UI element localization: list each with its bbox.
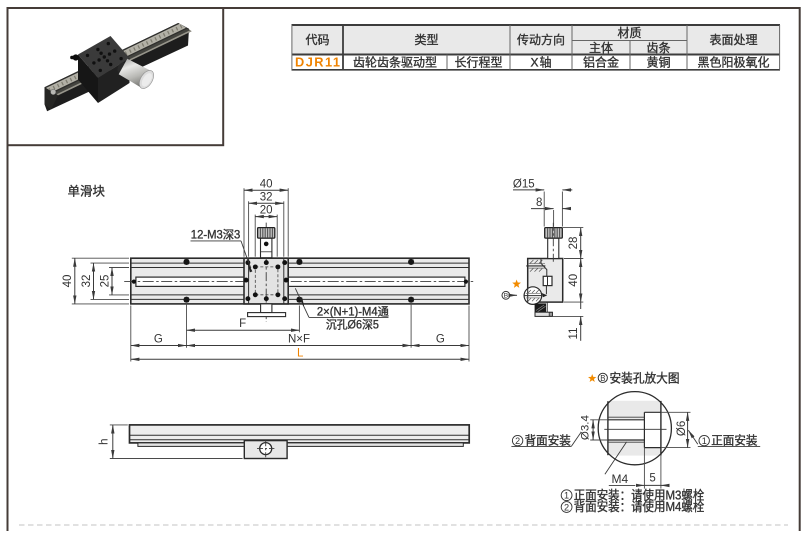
svg-text:传动方向: 传动方向 bbox=[517, 32, 565, 47]
svg-text:1: 1 bbox=[702, 436, 707, 446]
svg-text:沉孔Ø6深5: 沉孔Ø6深5 bbox=[326, 317, 379, 331]
svg-text:齿轮齿条驱动型: 齿轮齿条驱动型 bbox=[353, 56, 437, 70]
svg-text:X轴: X轴 bbox=[531, 55, 552, 70]
svg-text:代码: 代码 bbox=[306, 33, 330, 47]
svg-text:N×F: N×F bbox=[288, 334, 310, 346]
svg-text:B: B bbox=[504, 293, 509, 300]
svg-text:材质: 材质 bbox=[618, 26, 642, 40]
svg-text:1: 1 bbox=[564, 491, 569, 501]
svg-text:32: 32 bbox=[81, 275, 93, 288]
svg-text:M4: M4 bbox=[612, 472, 629, 486]
svg-text:安装孔放大图: 安装孔放大图 bbox=[610, 370, 680, 385]
svg-text:8: 8 bbox=[536, 197, 542, 209]
svg-text:h: h bbox=[98, 438, 110, 444]
svg-text:20: 20 bbox=[260, 205, 273, 217]
svg-text:黑色阳极氧化: 黑色阳极氧化 bbox=[698, 56, 770, 70]
svg-text:背面安装: 背面安装 bbox=[525, 433, 571, 448]
svg-text:正面安装：请使用M3螺栓: 正面安装：请使用M3螺栓 bbox=[574, 487, 705, 502]
svg-text:单滑块: 单滑块 bbox=[68, 185, 106, 199]
svg-text:40: 40 bbox=[62, 275, 74, 288]
svg-text:25: 25 bbox=[100, 275, 112, 288]
svg-text:黄铜: 黄铜 bbox=[647, 55, 671, 70]
svg-text:32: 32 bbox=[260, 191, 273, 203]
svg-text:12-M3深3: 12-M3深3 bbox=[191, 228, 241, 242]
svg-text:5: 5 bbox=[649, 473, 655, 485]
svg-text:G: G bbox=[436, 334, 445, 346]
svg-text:2×(N+1)-M4通: 2×(N+1)-M4通 bbox=[317, 305, 389, 318]
svg-text:11: 11 bbox=[568, 328, 580, 340]
svg-text:铝合金: 铝合金 bbox=[583, 55, 619, 70]
svg-text:DJR11: DJR11 bbox=[295, 55, 340, 70]
svg-text:Ø3.4: Ø3.4 bbox=[580, 415, 592, 440]
svg-text:G: G bbox=[154, 334, 163, 346]
svg-text:B: B bbox=[600, 374, 605, 383]
svg-text:28: 28 bbox=[568, 237, 580, 250]
svg-text:L: L bbox=[297, 348, 304, 360]
svg-text:40: 40 bbox=[568, 274, 580, 287]
svg-text:40: 40 bbox=[260, 178, 273, 190]
svg-text:背面安装：请使用M4螺栓: 背面安装：请使用M4螺栓 bbox=[574, 499, 705, 514]
svg-text:Ø15: Ø15 bbox=[513, 179, 535, 191]
svg-text:表面处理: 表面处理 bbox=[710, 33, 758, 47]
svg-text:2: 2 bbox=[564, 502, 569, 512]
svg-text:齿条: 齿条 bbox=[647, 41, 671, 55]
svg-text:F: F bbox=[239, 318, 246, 330]
svg-text:2: 2 bbox=[515, 436, 520, 446]
svg-text:主体: 主体 bbox=[589, 41, 613, 55]
svg-text:Ø6: Ø6 bbox=[676, 421, 688, 436]
svg-text:长行程型: 长行程型 bbox=[455, 55, 503, 70]
svg-text:类型: 类型 bbox=[415, 33, 439, 47]
svg-text:正面安装: 正面安装 bbox=[711, 433, 757, 448]
